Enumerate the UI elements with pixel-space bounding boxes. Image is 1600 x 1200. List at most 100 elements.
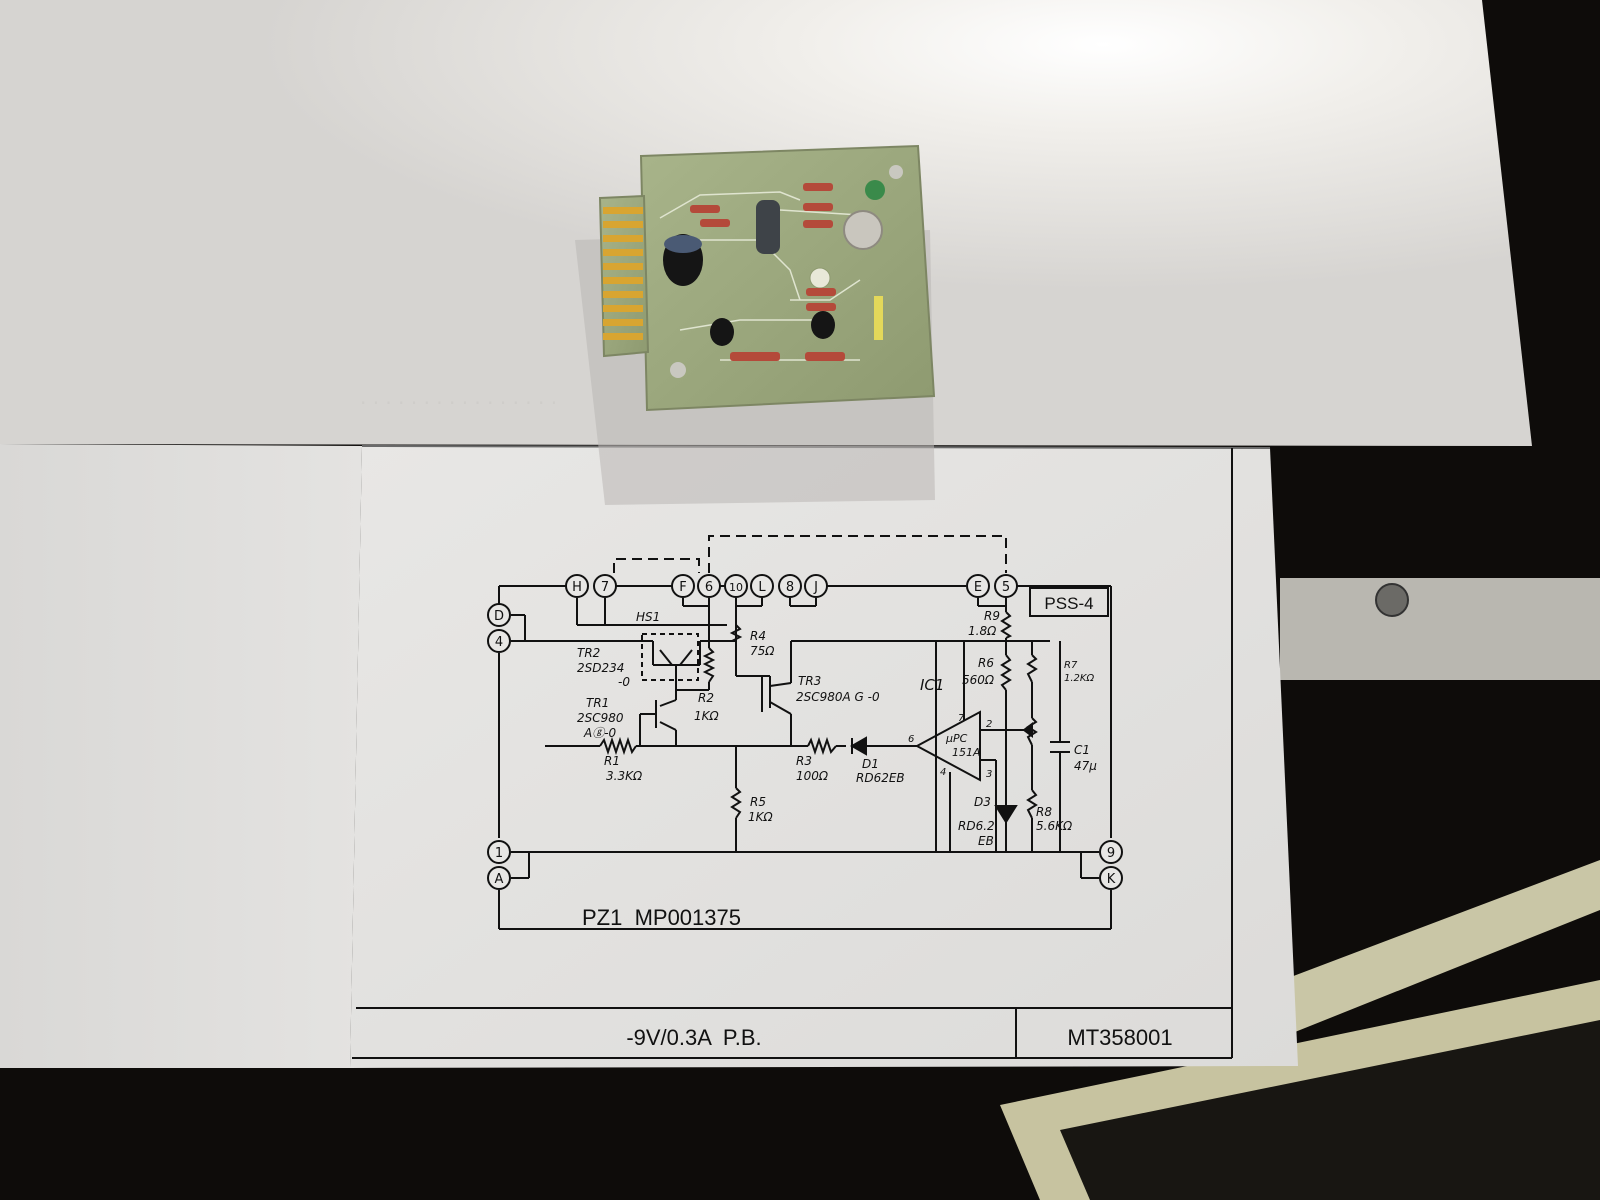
d3-label: D3 bbox=[974, 795, 991, 809]
terminal-label-5: 5 bbox=[1002, 580, 1010, 595]
tr3-label: TR3 bbox=[798, 674, 821, 688]
tr2-label: TR2 bbox=[577, 646, 600, 660]
transistor-right bbox=[811, 311, 835, 339]
c1-value: 47μ bbox=[1074, 759, 1097, 773]
ic-pin-numbers: 7 2 6 3 4 bbox=[908, 713, 992, 780]
terminal-label-10: 10 bbox=[729, 581, 743, 594]
r9-label: R9 bbox=[984, 609, 1000, 623]
terminal-label-j: J bbox=[813, 580, 818, 595]
tr2-suffix: -0 bbox=[618, 675, 630, 689]
terminal-circle-4 bbox=[487, 629, 511, 653]
terminal-circle-j bbox=[804, 574, 828, 598]
terminal-label-7: 7 bbox=[601, 580, 609, 595]
schematic-paper-sheet bbox=[350, 446, 1298, 1068]
tr3-part: 2SC980A G -0 bbox=[796, 690, 880, 704]
r3-label: R3 bbox=[796, 754, 812, 768]
trimmer-pot bbox=[865, 180, 885, 200]
r8-label: R8 bbox=[1036, 805, 1052, 819]
terminal-label-9: 9 bbox=[1107, 846, 1115, 861]
part-code: PZ1 MP001375 bbox=[582, 905, 741, 930]
ic1-label: IC1 bbox=[920, 676, 944, 694]
ic-pin-7: 7 bbox=[958, 713, 965, 724]
terminal-label-a: A bbox=[495, 872, 504, 887]
terminal-label-k: K bbox=[1107, 872, 1116, 887]
terminal-label-l: L bbox=[758, 580, 766, 595]
terminal-label-8: 8 bbox=[786, 580, 794, 595]
edge-connector-fingers bbox=[603, 207, 643, 340]
left-paper-sheet bbox=[0, 444, 362, 1068]
r2-label: R2 bbox=[698, 691, 714, 705]
r6-value: 560Ω bbox=[962, 673, 995, 687]
transistor-left bbox=[710, 318, 734, 346]
bracket-screw bbox=[1375, 583, 1409, 617]
tr2-part: 2SD234 bbox=[577, 661, 624, 675]
terminal-label-6: 6 bbox=[705, 580, 713, 595]
tr1-part: 2SC980 bbox=[577, 711, 624, 725]
terminal-circle-7 bbox=[593, 574, 617, 598]
terminal-circle-6 bbox=[697, 574, 721, 598]
terminal-circles bbox=[487, 574, 1123, 890]
r1-value: 3.3KΩ bbox=[606, 769, 643, 783]
component-labels: HS1 TR2 2SD234 -0 TR1 2SC980 Aⓖ-0 R1 3.3… bbox=[577, 609, 1097, 848]
ic-can bbox=[843, 210, 883, 250]
terminal-circle-d bbox=[487, 603, 511, 627]
light-box-edge bbox=[1230, 860, 1600, 1050]
terminal-label-e: E bbox=[974, 580, 982, 595]
ic1-part-number: 151A bbox=[952, 746, 981, 759]
r5-label: R5 bbox=[750, 795, 766, 809]
terminal-label-f: F bbox=[679, 580, 686, 595]
light-box-opening bbox=[1060, 1020, 1600, 1200]
ic-pin-6: 6 bbox=[908, 734, 914, 745]
r6-label: R6 bbox=[978, 656, 994, 670]
terminal-circle-10 bbox=[724, 574, 748, 598]
ic1-part: μPC bbox=[945, 732, 968, 745]
terminal-circle-h bbox=[565, 574, 589, 598]
d3-suffix: EB bbox=[978, 834, 994, 848]
r1-label: R1 bbox=[604, 754, 620, 768]
r4-label: R4 bbox=[750, 629, 766, 643]
printed-circuit-board bbox=[598, 144, 936, 412]
terminal-circle-e bbox=[966, 574, 990, 598]
terminal-labels: H 7 F 6 10 L 8 J E 5 D 4 1 A 9 K bbox=[494, 580, 1116, 887]
metal-bracket bbox=[1280, 578, 1600, 680]
r9-value: 1.8Ω bbox=[968, 624, 997, 638]
terminal-label-d: D bbox=[494, 609, 504, 624]
terminal-circle-a bbox=[487, 866, 511, 890]
d1-label: D1 bbox=[862, 757, 879, 771]
pcb-screw-bottom bbox=[670, 362, 686, 378]
terminal-circle-8 bbox=[778, 574, 802, 598]
hs1-label: HS1 bbox=[636, 610, 660, 624]
ic-pin-2: 2 bbox=[986, 719, 992, 730]
r4-value: 75Ω bbox=[750, 644, 775, 658]
r5-value: 1KΩ bbox=[748, 810, 774, 824]
r3-value: 100Ω bbox=[796, 769, 829, 783]
ic-pin-4: 4 bbox=[940, 767, 946, 778]
board-name-box bbox=[1029, 587, 1109, 617]
tr1-label: TR1 bbox=[586, 696, 609, 710]
bleed-through-text: · · · · · · · · · · · · · · · · bbox=[360, 391, 557, 415]
power-resistor bbox=[756, 200, 780, 254]
r8-value: 5.6KΩ bbox=[1036, 819, 1073, 833]
tr1-suffix: Aⓖ-0 bbox=[583, 726, 617, 740]
ic-pin-3: 3 bbox=[986, 769, 992, 780]
d3-value: RD6.2 bbox=[958, 819, 995, 833]
r7-label: R7 bbox=[1064, 660, 1078, 671]
terminal-circle-l bbox=[750, 574, 774, 598]
d1-value: RD62EB bbox=[856, 771, 905, 785]
terminal-circle-f bbox=[671, 574, 695, 598]
terminal-label-1: 1 bbox=[495, 846, 503, 861]
pcb-screw-top bbox=[889, 165, 903, 179]
terminal-circle-9 bbox=[1099, 840, 1123, 864]
terminal-label-4: 4 bbox=[495, 635, 503, 650]
r2-value: 1KΩ bbox=[694, 709, 720, 723]
c1-label: C1 bbox=[1074, 743, 1090, 757]
resistor-row bbox=[690, 183, 845, 361]
board-name: PSS-4 bbox=[1044, 594, 1093, 613]
terminal-label-h: H bbox=[572, 580, 582, 595]
terminal-circle-k bbox=[1099, 866, 1123, 890]
title-block-drawing-number: MT358001 bbox=[1067, 1025, 1172, 1050]
terminal-circle-5 bbox=[994, 574, 1018, 598]
yellow-capacitor bbox=[874, 296, 883, 340]
title-block-description: -9V/0.3A P.B. bbox=[626, 1025, 761, 1050]
